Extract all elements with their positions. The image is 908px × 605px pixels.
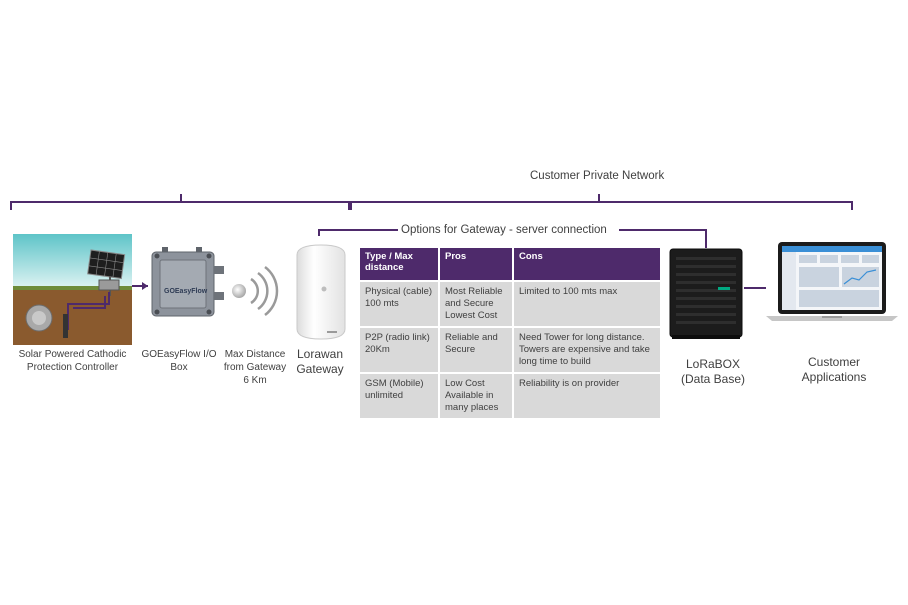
table-cell: Limited to 100 mts max (514, 282, 660, 326)
table-cell: Low Cost Available in many places (440, 374, 512, 418)
table-row: Physical (cable) 100 mts Most Reliable a… (360, 282, 660, 326)
table-cell: Most Reliable and Secure Lowest Cost (440, 282, 512, 326)
table-cell: Physical (cable) 100 mts (360, 282, 438, 326)
customer-apps-label: Customer Applications (801, 355, 867, 384)
lorabox-server-image (668, 247, 744, 341)
table-cell: GSM (Mobile) unlimited (360, 374, 438, 418)
column-header-cons: Cons (514, 248, 660, 280)
gateway-label: Lorawan Gateway (296, 347, 344, 376)
table-cell: Need Tower for long distance. Towers are… (514, 328, 660, 372)
io-box-image: GOEasyFlow (150, 246, 226, 322)
column-header-pros: Pros (440, 248, 512, 280)
io-box-logo: GOEasyFlow (164, 288, 208, 295)
table-cell: Reliability is on provider (514, 374, 660, 418)
gateway-options-table: Type / Max distance Pros Cons Physical (… (358, 246, 662, 420)
gateway-image (291, 243, 351, 341)
table-header-row: Type / Max distance Pros Cons (360, 248, 660, 280)
table-cell: P2P (radio link) 20Km (360, 328, 438, 372)
io-box-label: GOEasyFlow I/O Box (141, 349, 217, 373)
table-row: GSM (Mobile) unlimited Low Cost Availabl… (360, 374, 660, 418)
lorabox-label: LoRaBOX (Data Base) (680, 357, 746, 386)
gateway-options-label: Options for Gateway - server connection (401, 224, 607, 236)
distance-label: Max Distance from Gateway 6 Km (223, 349, 287, 386)
column-header-type: Type / Max distance (360, 248, 438, 280)
wireless-signal-icon (229, 264, 281, 318)
solar-controller-label: Solar Powered Cathodic Protection Contro… (18, 349, 127, 373)
table-row: P2P (radio link) 20Km Reliable and Secur… (360, 328, 660, 372)
solar-controller-image (13, 234, 132, 345)
laptop-image (764, 240, 900, 322)
private-network-label: Customer Private Network (530, 170, 665, 182)
table-cell: Reliable and Secure (440, 328, 512, 372)
